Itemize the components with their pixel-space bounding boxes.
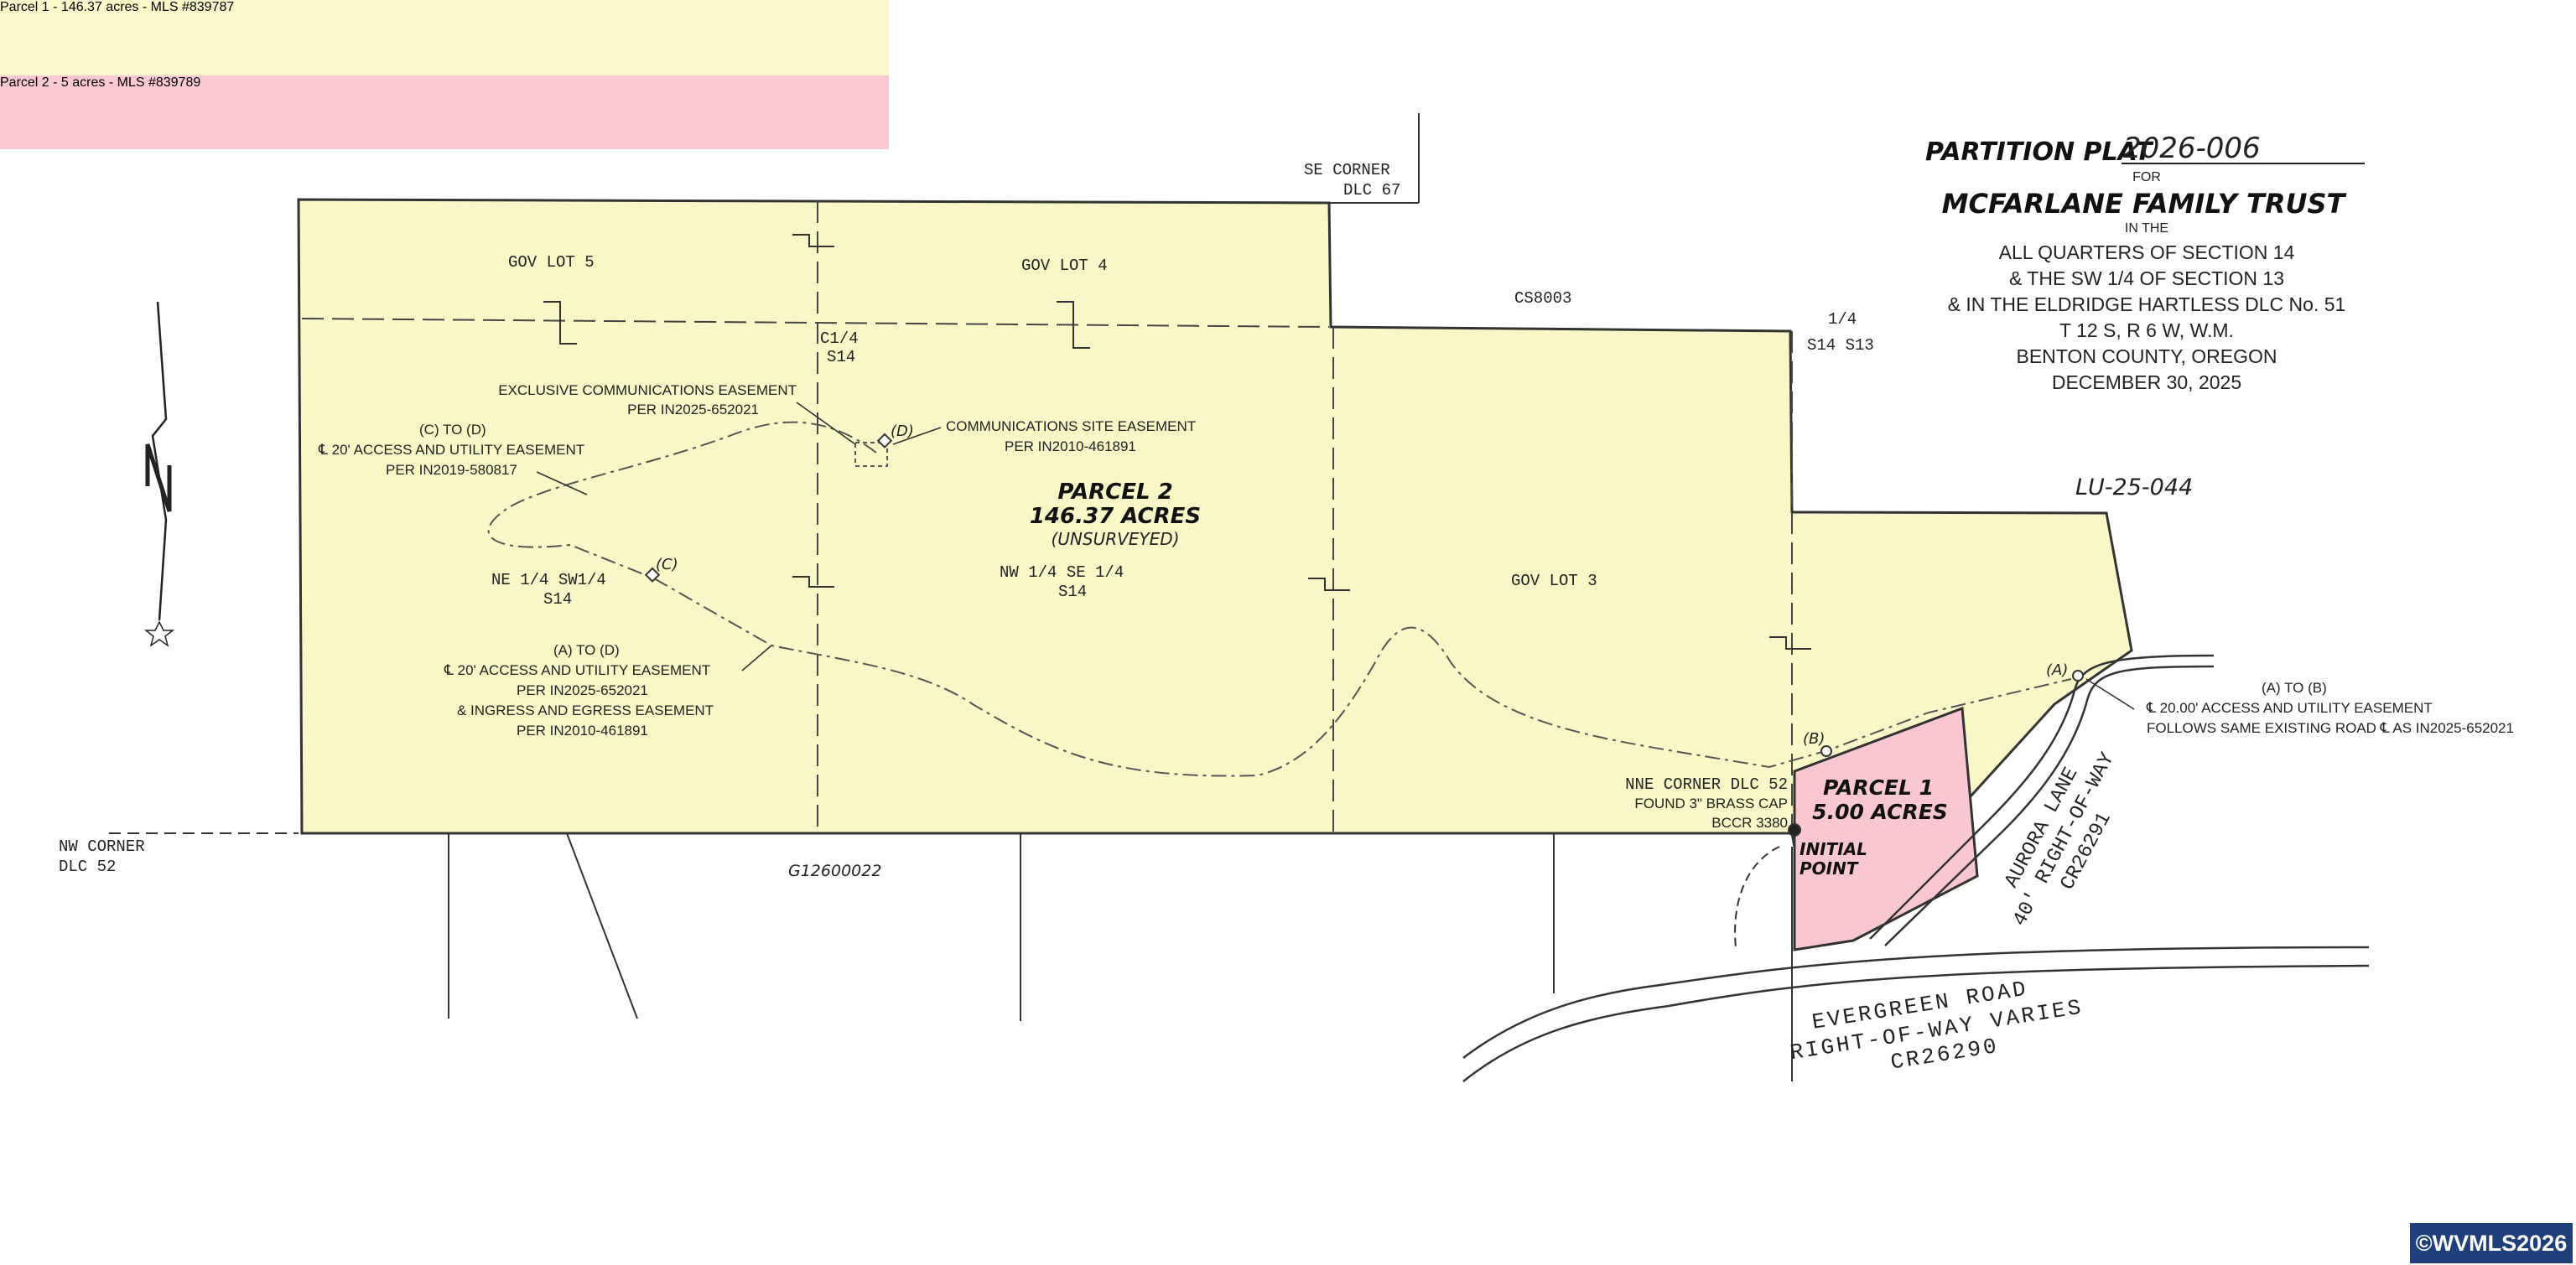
initial-point-label-1: INITIAL xyxy=(1800,839,1867,859)
title-line-c: & IN THE ELDRIDGE HARTLESS DLC No. 51 xyxy=(1948,293,2346,315)
point-b: (B) xyxy=(1803,730,1825,748)
land-use-case: LU-25-044 xyxy=(2075,474,2193,500)
title-line-e: BENTON COUNTY, OREGON xyxy=(2017,345,2277,367)
c-to-d-1: (C) TO (D) xyxy=(419,422,486,438)
north-arrow-icon xyxy=(143,301,175,647)
g-reference: G12600022 xyxy=(788,862,881,880)
commsite-easement-2: PER IN2010-461891 xyxy=(1005,438,1136,454)
plat-title-label: PARTITION PLAT xyxy=(1925,137,2154,167)
copyright-badge: ©WVMLS2026 xyxy=(2410,1223,2573,1263)
communications-site xyxy=(854,442,888,467)
leader-lines xyxy=(536,402,2135,710)
point-d: (D) xyxy=(891,423,914,440)
nw-corner-label: NW CORNER xyxy=(59,837,145,856)
a-to-b-3: FOLLOWS SAME EXISTING ROAD ℄ AS IN2025-6… xyxy=(2147,720,2514,736)
road-outlines xyxy=(1462,654,2370,1082)
point-c: (C) xyxy=(656,556,678,573)
lot-tick-marks xyxy=(543,234,1811,650)
c14-label: C1/4 xyxy=(820,329,859,348)
a-to-b-2: ℄ 20.00' ACCESS AND UTILITY EASEMENT xyxy=(2146,700,2433,716)
extension-lines xyxy=(109,113,1793,1081)
a-to-d-2: ℄ 20' ACCESS AND UTILITY EASEMENT xyxy=(444,662,710,678)
gov-lot-5-label: GOV LOT 5 xyxy=(508,253,595,272)
q14-section: S14 S13 xyxy=(1807,336,1874,355)
legend-parcel-2: Parcel 2 - 5 acres - MLS #839789 xyxy=(0,75,889,149)
a-to-d-5: PER IN2010-461891 xyxy=(517,723,648,739)
nw-se-section: S14 xyxy=(1058,583,1087,601)
title-for: FOR xyxy=(2132,170,2161,184)
commsite-easement-1: COMMUNICATIONS SITE EASEMENT xyxy=(946,418,1196,434)
legend-parcel-1: Parcel 1 - 146.37 acres - MLS #839787 xyxy=(0,0,889,75)
point-markers xyxy=(644,433,2084,837)
nw-se-label: NW 1/4 SE 1/4 xyxy=(1000,563,1124,582)
a-to-d-4: & INGRESS AND EGRESS EASEMENT xyxy=(457,702,714,718)
parcel-2-name: PARCEL 2 xyxy=(1057,480,1172,505)
exclusive-easement-2: PER IN2025-652021 xyxy=(627,402,759,417)
title-line-d: T 12 S, R 6 W, W.M. xyxy=(2059,319,2234,341)
point-a: (A) xyxy=(2046,661,2068,679)
nne-corner-bccr: BCCR 3380 xyxy=(1711,815,1788,831)
exclusive-easement-1: EXCLUSIVE COMMUNICATIONS EASEMENT xyxy=(498,382,797,398)
title-line-a: ALL QUARTERS OF SECTION 14 xyxy=(1999,241,2295,263)
nw-corner-dlc: DLC 52 xyxy=(59,858,116,876)
se-corner-dlc: DLC 67 xyxy=(1343,181,1400,200)
owner-name: MCFARLANE FAMILY TRUST xyxy=(1942,188,2347,220)
title-line-f: DECEMBER 30, 2025 xyxy=(2052,371,2241,393)
title-line-b: & THE SW 1/4 OF SECTION 13 xyxy=(2009,267,2284,289)
ne-sw-section: S14 xyxy=(543,590,572,609)
parcel-2-acres: 146.37 ACRES xyxy=(1030,504,1201,529)
a-to-d-1: (A) TO (D) xyxy=(553,642,620,658)
cs-reference: CS8003 xyxy=(1514,289,1571,308)
se-corner-label: SE CORNER xyxy=(1304,161,1390,179)
c-to-d-3: PER IN2019-580817 xyxy=(386,462,517,478)
a-to-b-1: (A) TO (B) xyxy=(2262,680,2327,696)
c14-section: S14 xyxy=(827,348,855,366)
initial-point-arc xyxy=(1734,846,1780,948)
easement-centerline xyxy=(487,421,2072,777)
ne-sw-label: NE 1/4 SW1/4 xyxy=(491,571,606,589)
parcel-1-area[interactable] xyxy=(1793,706,1979,951)
initial-point-label-2: POINT xyxy=(1800,858,1859,879)
a-to-d-3: PER IN2025-652021 xyxy=(517,682,648,698)
gov-lot-4-label: GOV LOT 4 xyxy=(1021,257,1108,275)
parcel-1-acres: 5.00 ACRES xyxy=(1812,800,1948,824)
parcel-2-note: (UNSURVEYED) xyxy=(1051,529,1179,549)
title-in-the: IN THE xyxy=(2125,221,2168,236)
nne-corner-cap: FOUND 3" BRASS CAP xyxy=(1634,796,1788,811)
gov-lot-3-label: GOV LOT 3 xyxy=(1511,572,1597,590)
c-to-d-2: ℄ 20' ACCESS AND UTILITY EASEMENT xyxy=(318,442,584,458)
quarter-section-lines xyxy=(301,201,1793,833)
parcel-1-name: PARCEL 1 xyxy=(1823,775,1934,800)
nne-corner-label: NNE CORNER DLC 52 xyxy=(1625,775,1788,794)
plat-number: 2026-006 xyxy=(2123,132,2261,165)
q14-label: 1/4 xyxy=(1828,310,1857,329)
